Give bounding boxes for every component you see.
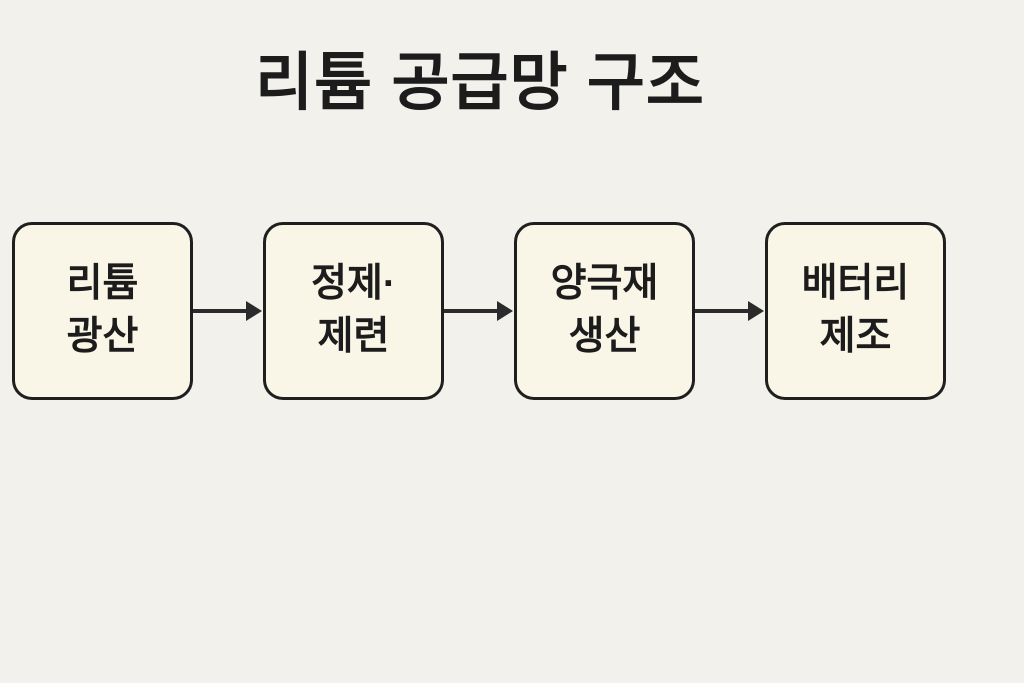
step-box-battery-manufacturing: 배터리 제조	[765, 222, 946, 400]
arrow-right-icon	[695, 298, 765, 324]
step-label-line: 배터리	[801, 262, 910, 306]
step-label-line: 생산	[568, 315, 641, 358]
flow-diagram: 리튬 광산 정제· 제련 양극재 생산 배터리 제조	[12, 222, 946, 400]
arrow-right-icon	[444, 298, 514, 324]
step-label-line: 제조	[819, 315, 892, 358]
step-label-line: 리튬	[66, 262, 139, 306]
step-label-line: 제련	[317, 315, 390, 358]
step-box-lithium-mine: 리튬 광산	[12, 222, 193, 400]
arrow-right-icon	[193, 298, 263, 324]
step-label-line: 정제·	[311, 262, 396, 306]
step-box-cathode-production: 양극재 생산	[514, 222, 695, 400]
page-title: 리튬 공급망 구조	[255, 48, 705, 118]
step-label-line: 양극재	[550, 262, 659, 306]
step-label-line: 광산	[66, 315, 139, 358]
step-box-refining-smelting: 정제· 제련	[263, 222, 444, 400]
